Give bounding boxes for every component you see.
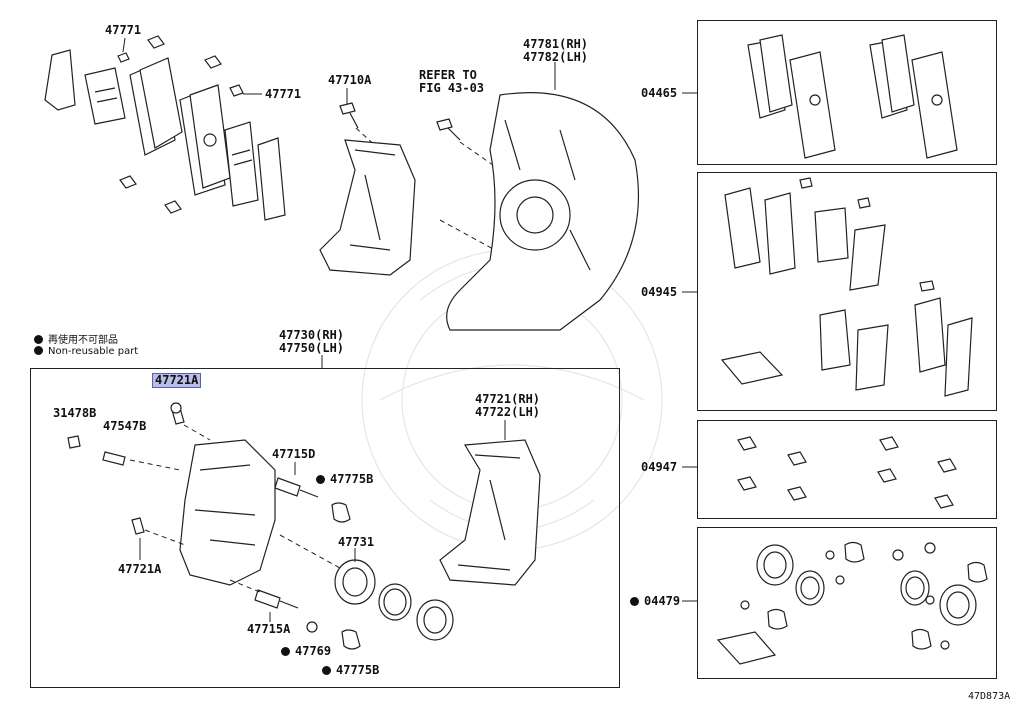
part-label-47721[interactable]: 47721(RH) 47722(LH) xyxy=(475,392,541,419)
part-label-47547B[interactable]: 47547B xyxy=(103,419,147,433)
kit-label-04947[interactable]: 04947 xyxy=(641,460,678,474)
part-label-47710A[interactable]: 47710A xyxy=(328,73,372,87)
part-label-47771[interactable]: 47771 xyxy=(265,87,302,101)
caliper-assembly-box xyxy=(30,368,620,688)
caliper-mount-illustration xyxy=(319,88,416,276)
non-reusable-dot-icon xyxy=(316,475,325,484)
non-reusable-dot-icon xyxy=(281,647,290,656)
non-reusable-dot-icon xyxy=(630,597,639,606)
part-label-47721A-highlighted[interactable]: 47721A xyxy=(152,373,202,388)
part-label-31478B[interactable]: 31478B xyxy=(53,406,97,420)
clip-kit-04947-illustration xyxy=(737,436,957,509)
kit-box-04947 xyxy=(697,420,997,519)
part-label-47775B[interactable]: 47775B xyxy=(322,664,379,677)
non-reusable-dot-icon xyxy=(34,346,43,355)
part-label-47721A[interactable]: 47721A xyxy=(118,562,162,576)
part-label-47715A[interactable]: 47715A xyxy=(247,622,291,636)
part-label-47775B[interactable]: 47775B xyxy=(316,473,373,486)
kit-label-04465[interactable]: 04465 xyxy=(641,86,678,100)
refer-to-fig-label[interactable]: REFER TO FIG 43-03 xyxy=(419,68,485,95)
non-reusable-dot-icon xyxy=(322,666,331,675)
kit-box-04465 xyxy=(697,20,997,165)
pad-kit-04465-illustration xyxy=(747,34,958,159)
part-label-47715D[interactable]: 47715D xyxy=(272,447,316,461)
part-label-47730[interactable]: 47730(RH) 47750(LH) xyxy=(279,328,345,355)
part-label-47769[interactable]: 47769 xyxy=(281,645,331,658)
kit-label-04945[interactable]: 04945 xyxy=(641,285,678,299)
kit-box-04945 xyxy=(697,172,997,411)
legend-jp: 再使用不可部品 xyxy=(34,331,118,346)
legend-en: Non-reusable part xyxy=(34,346,138,357)
part-label-47781[interactable]: 47781(RH) 47782(LH) xyxy=(523,37,589,64)
part-label-47731[interactable]: 47731 xyxy=(338,535,375,549)
seal-kit-04479-illustration xyxy=(716,541,988,665)
caliper-assembly-illustration xyxy=(67,355,541,650)
dust-shield-illustration xyxy=(436,62,640,331)
shim-kit-04945-illustration xyxy=(720,177,973,397)
brake-pad-set-illustration xyxy=(44,35,286,221)
part-label-47771[interactable]: 47771 xyxy=(105,23,142,37)
kit-label-04479[interactable]: 04479 xyxy=(630,595,680,608)
non-reusable-dot-icon xyxy=(34,335,43,344)
kit-box-04479 xyxy=(697,527,997,679)
diagram-code: 47D873A xyxy=(968,691,1011,702)
